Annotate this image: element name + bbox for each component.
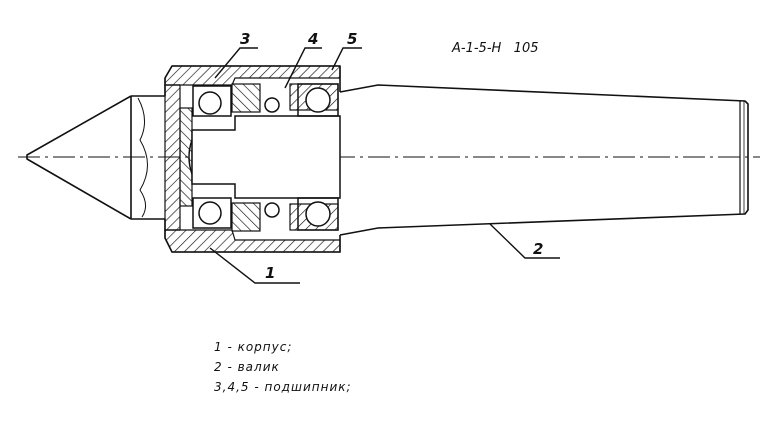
bearings: [192, 83, 339, 231]
callout-4: 4: [307, 30, 318, 48]
drawing-code: А-1-5-Н 105: [451, 41, 539, 56]
callout-5: 5: [347, 30, 357, 48]
legend-item: 3,4,5 - подшипник;: [214, 380, 352, 394]
inner-spindle: [191, 115, 341, 199]
leader-4: [284, 47, 322, 89]
legend-item: 1 - корпус;: [214, 340, 293, 354]
legend-item: 2 - валик: [214, 360, 280, 374]
leader-2: [489, 223, 560, 259]
taper-shank-outline: [339, 84, 749, 236]
bearing-3-ball-bottom: [198, 201, 222, 225]
callout-3: 3: [240, 30, 250, 48]
callout-2: 2: [533, 240, 543, 258]
parts-legend: 1 - корпус; 2 - валик 3,4,5 - подшипник;: [214, 337, 352, 397]
bearing-3-ball-top: [198, 91, 222, 115]
center-point-cone: [26, 95, 132, 220]
bearing-5-ball-top: [305, 87, 331, 113]
leader-1: [209, 247, 300, 284]
bearing-5-ball-bottom: [305, 201, 331, 227]
bearing-4-ball-top: [264, 97, 280, 113]
callout-1: 1: [265, 264, 275, 282]
leader-5: [331, 47, 362, 71]
bearing-4-ball-bottom: [264, 202, 280, 218]
leader-3: [214, 47, 258, 79]
